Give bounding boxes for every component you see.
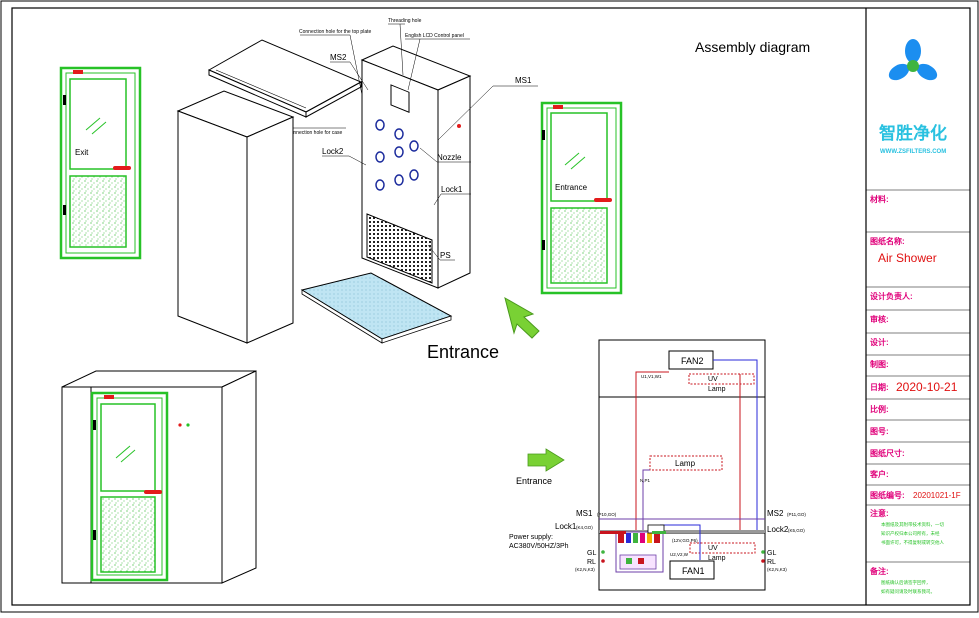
remark-text-2: 如有疑问请及时联系我司。 bbox=[881, 588, 935, 595]
k-left-label: (K2,N,K3) bbox=[575, 567, 595, 572]
fan1-label: FAN1 bbox=[682, 566, 705, 576]
wiring-entrance-label: Entrance bbox=[516, 476, 552, 486]
k-right-label: (K2,N,K3) bbox=[767, 567, 787, 572]
wiring-ms2-pins: (P11,GO) bbox=[787, 512, 806, 517]
callout-ms1: MS1 bbox=[515, 76, 532, 85]
callout-threading-hole: Threading hole bbox=[388, 18, 422, 24]
nozzles bbox=[375, 119, 419, 191]
title-block: 智胜净化 WWW.ZSFILTERS.COM 材料: 图纸名称: Air Sho… bbox=[866, 39, 970, 595]
wiring-lock2-label: Lock2 bbox=[767, 525, 789, 534]
uv-lamp-top bbox=[688, 373, 755, 385]
rl-left-label: RL bbox=[587, 559, 596, 566]
power-supply-label: Power supply: bbox=[509, 534, 553, 541]
lamp-label: Lamp bbox=[675, 459, 696, 468]
gl-right-label: GL bbox=[767, 550, 776, 557]
design-label: 设计: bbox=[870, 337, 889, 347]
drawing-name-label: 图纸名称: bbox=[870, 236, 905, 246]
wire-u1-label: U1,V1,W1 bbox=[641, 374, 662, 379]
drawing-title: Assembly diagram bbox=[695, 39, 810, 55]
top-plate bbox=[207, 39, 363, 118]
entrance-arrow-label: Entrance bbox=[427, 342, 499, 362]
wire-u2-label: U2,V2,W bbox=[670, 552, 689, 557]
side-panel bbox=[176, 90, 295, 344]
uv-lamp-top-label-1: UV bbox=[708, 376, 718, 383]
wiring-lock2-pins: (K5,GO) bbox=[788, 528, 805, 533]
fan1-box bbox=[669, 560, 715, 580]
size-label: 图纸尺寸: bbox=[870, 448, 905, 458]
customer-label: 客户: bbox=[869, 469, 889, 479]
callout-lock1: Lock1 bbox=[441, 185, 463, 194]
callout-ps: PS bbox=[440, 251, 451, 260]
date-value: 2020-10-21 bbox=[896, 380, 958, 394]
drawing-no-label: 图号: bbox=[870, 427, 889, 436]
remark-label: 备注: bbox=[869, 566, 889, 576]
notes-text-2: 知识产权归本公司所有，未经 bbox=[881, 530, 940, 537]
wiring-ms1-label: MS1 bbox=[576, 509, 593, 518]
entrance-arrow-icon bbox=[504, 296, 540, 339]
callout-ms2: MS2 bbox=[330, 53, 347, 62]
assembled-door bbox=[90, 391, 190, 582]
inner-border bbox=[11, 7, 971, 606]
exit-door: Exit bbox=[59, 66, 142, 260]
entrance-door-handle bbox=[594, 198, 612, 202]
callout-lcd-panel: English LCD Control panel bbox=[405, 33, 464, 39]
uv-lamp-bottom bbox=[689, 542, 756, 554]
order-label: 图纸编号: bbox=[870, 490, 905, 500]
uv-lamp-bottom-label-2: Lamp bbox=[708, 555, 726, 562]
notes-text-1: 本图纸及其附带技术资料，一切 bbox=[881, 521, 944, 528]
callout-nozzle: Nozzle bbox=[437, 153, 462, 162]
uv-lamp-top-label-2: Lamp bbox=[708, 386, 726, 393]
scale-label: 比例: bbox=[870, 404, 889, 414]
wiring-ms1-pins: (P10,GO) bbox=[597, 512, 617, 517]
entrance-door-label: Entrance bbox=[555, 183, 588, 192]
wire-n-label: N,P1 bbox=[640, 478, 651, 483]
callout-lock2: Lock2 bbox=[322, 147, 344, 156]
lamp-box bbox=[649, 455, 723, 471]
wiring-lock1-label: Lock1 bbox=[555, 522, 577, 531]
wire-12v-label: (12V,GO,P6) bbox=[672, 538, 698, 543]
uv-lamp-bottom-label-1: UV bbox=[708, 545, 718, 552]
order-no-value: 20201021-1F bbox=[913, 491, 961, 500]
drawing-name-value: Air Shower bbox=[878, 251, 937, 265]
wiring-arrow-icon bbox=[527, 448, 565, 472]
remark-text-1: 图纸确认后请签字回传， bbox=[881, 579, 931, 586]
gl-left-label: GL bbox=[587, 550, 596, 557]
exit-label: Exit bbox=[75, 148, 89, 157]
callout-connection-hole-case: Connection hole for case bbox=[287, 130, 343, 136]
callout-connection-hole-top: Connection hole for the top plate bbox=[299, 29, 371, 35]
rl-right-label: RL bbox=[767, 559, 776, 566]
wiring-diagram: FAN2 UV Lamp Lamp UV Lamp FAN1 bbox=[509, 339, 806, 591]
notes-text-3: 书面许可，不得复制或转交他人 bbox=[881, 539, 944, 546]
notes-label: 注意: bbox=[870, 508, 889, 518]
entrance-door: Entrance bbox=[540, 101, 623, 295]
date-label: 日期: bbox=[870, 382, 889, 392]
main-body bbox=[360, 45, 472, 289]
three-petal-logo-icon bbox=[888, 39, 938, 81]
material-label: 材料: bbox=[870, 194, 889, 204]
wiring-ms2-label: MS2 bbox=[767, 509, 784, 518]
power-spec-label: AC380V/50HZ/3Ph bbox=[509, 543, 569, 550]
designer-label: 设计负责人: bbox=[870, 291, 913, 301]
review-label: 审核: bbox=[870, 314, 889, 324]
wiring-lock1-pins: (K4,GO) bbox=[576, 525, 593, 530]
draft-label: 制图: bbox=[870, 359, 889, 369]
exit-door-handle bbox=[113, 166, 131, 170]
company-name: 智胜净化 bbox=[879, 123, 947, 143]
company-site: WWW.ZSFILTERS.COM bbox=[880, 149, 946, 155]
fan2-label: FAN2 bbox=[681, 356, 704, 366]
